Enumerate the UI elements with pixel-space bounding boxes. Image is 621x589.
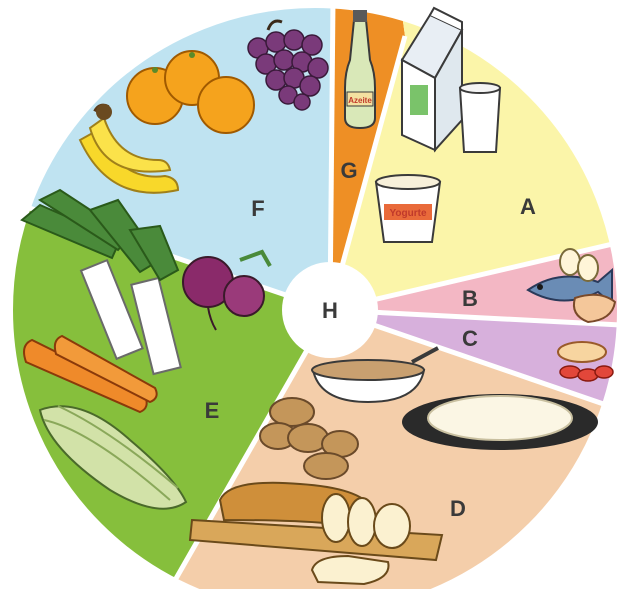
glass-of-milk-icon [460, 83, 500, 152]
segment-label-a: A [520, 194, 536, 219]
segment-label-c: C [462, 326, 478, 351]
segment-label-b: B [462, 286, 478, 311]
oil-label-text: Azeite [348, 96, 372, 105]
segment-label-d: D [450, 496, 466, 521]
hub-label-h: H [322, 298, 338, 323]
segment-label-g: G [340, 158, 357, 183]
pasta-plate-icon [402, 394, 598, 450]
yogurt-label-text: Yogurte [389, 208, 426, 219]
segment-label-f: F [251, 196, 264, 221]
yogurt-icon: Yogurte [376, 175, 440, 242]
segment-label-e: E [205, 398, 220, 423]
